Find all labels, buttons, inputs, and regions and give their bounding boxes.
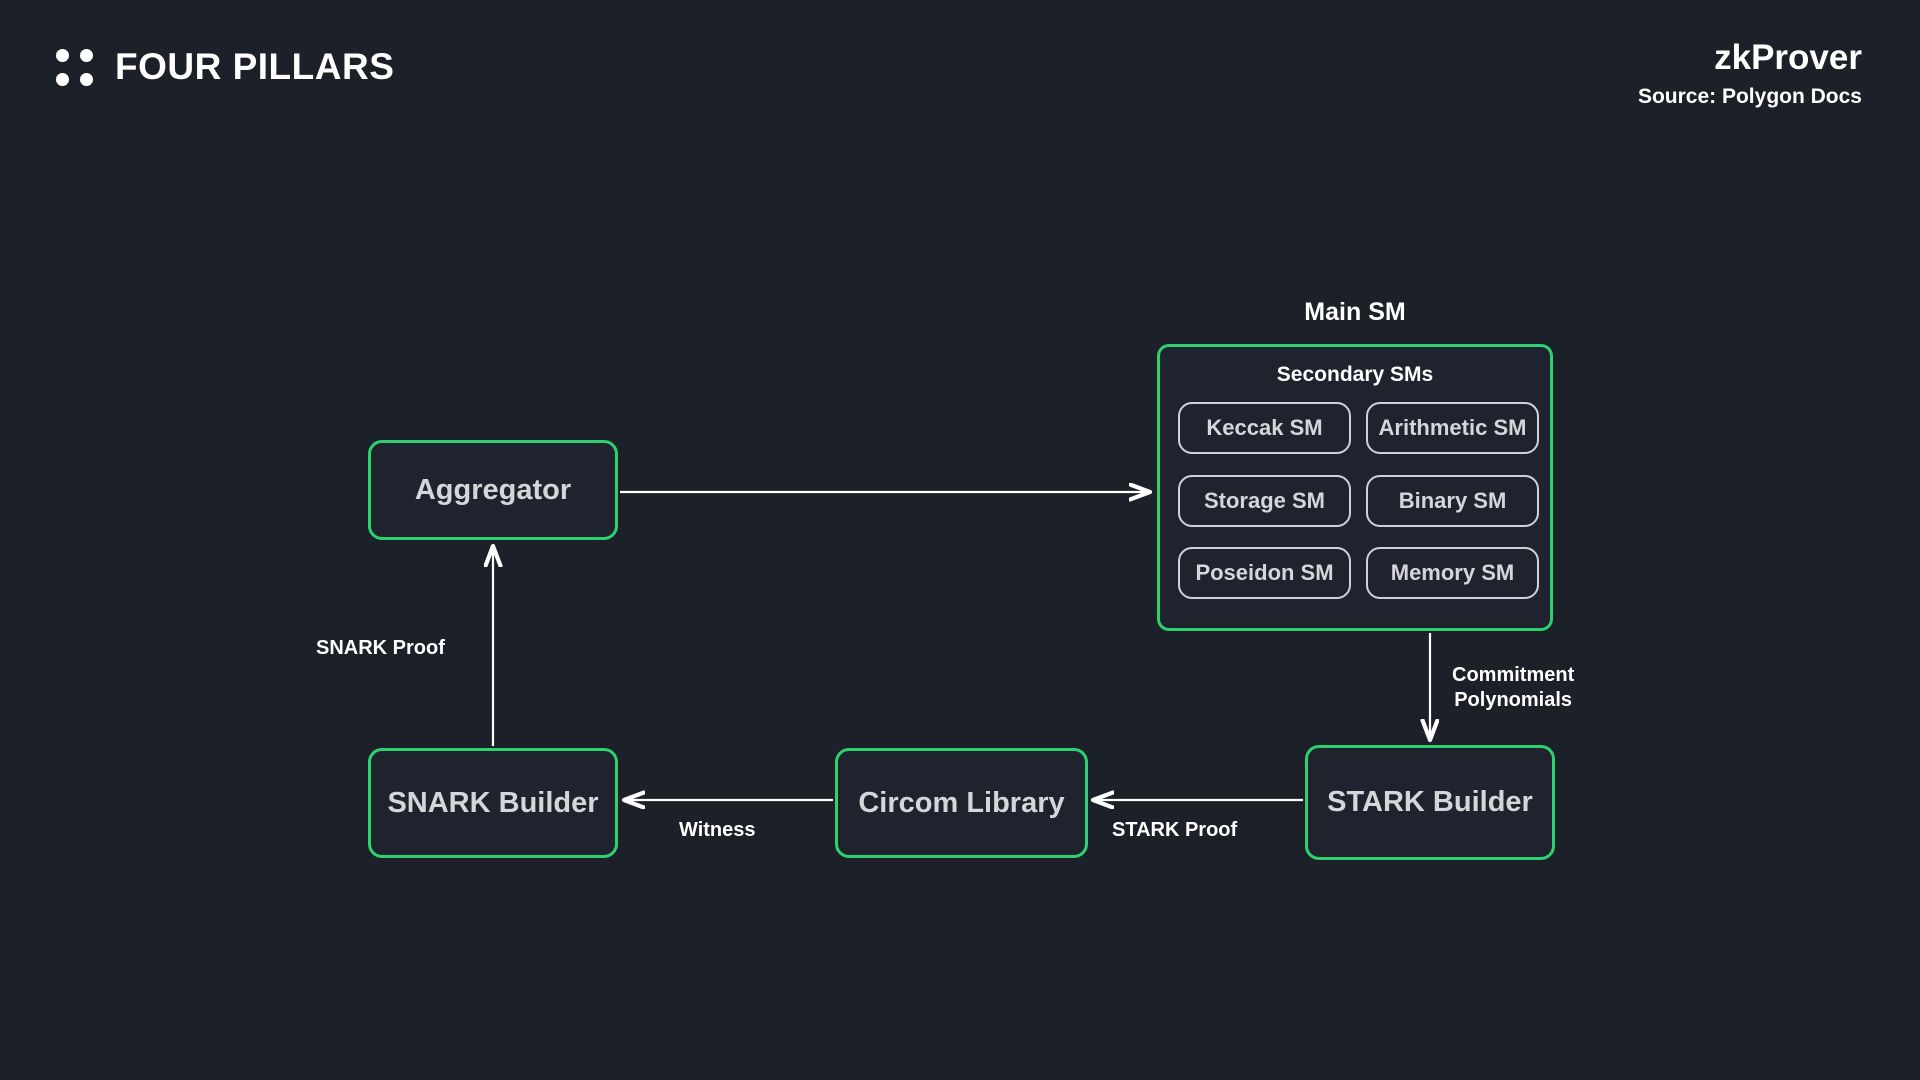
node-main-sm[interactable]: Secondary SMs Keccak SM Arithmetic SM St… (1157, 344, 1553, 631)
node-aggregator[interactable]: Aggregator (368, 440, 618, 540)
subnode-memory-sm[interactable]: Memory SM (1366, 547, 1539, 599)
node-stark-builder-label: STARK Builder (1327, 786, 1533, 818)
node-circom-library[interactable]: Circom Library (835, 748, 1088, 858)
edge-label-witness: Witness (679, 819, 756, 841)
header-right: zkProver Source: Polygon Docs (1638, 38, 1862, 109)
page-title: zkProver (1714, 38, 1862, 77)
subnode-storage-sm-label: Storage SM (1203, 488, 1326, 513)
node-circom-library-label: Circom Library (858, 786, 1065, 819)
subnode-storage-sm[interactable]: Storage SM (1178, 475, 1351, 527)
node-stark-builder[interactable]: STARK Builder (1305, 745, 1555, 860)
node-aggregator-label: Aggregator (414, 473, 572, 506)
subnode-poseidon-sm-label: Poseidon SM (1195, 560, 1334, 585)
edge-label-stark-proof: STARK Proof (1112, 819, 1238, 841)
node-snark-builder[interactable]: SNARK Builder (368, 748, 618, 858)
brand-name: FOUR PILLARS (115, 46, 395, 87)
edge-label-commitment-polynomials: Commitment Polynomials (1452, 664, 1575, 711)
subnode-arithmetic-sm[interactable]: Arithmetic SM (1366, 402, 1539, 454)
secondary-sms-title: Secondary SMs (1276, 363, 1434, 386)
subnode-binary-sm-label: Binary SM (1398, 488, 1507, 513)
edge-label-snark-proof: SNARK Proof (316, 637, 445, 659)
subnode-arithmetic-sm-label: Arithmetic SM (1378, 415, 1527, 440)
brand-lockup: FOUR PILLARS (56, 46, 394, 88)
four-dot-grid-icon (56, 48, 93, 86)
subnode-keccak-sm-label: Keccak SM (1206, 415, 1323, 440)
subnode-keccak-sm[interactable]: Keccak SM (1178, 402, 1351, 454)
main-sm-title: Main SM (1304, 298, 1406, 326)
subnode-poseidon-sm[interactable]: Poseidon SM (1178, 547, 1351, 599)
subnode-memory-sm-label: Memory SM (1390, 560, 1515, 585)
subnode-binary-sm[interactable]: Binary SM (1366, 475, 1539, 527)
node-snark-builder-label: SNARK Builder (387, 786, 599, 819)
source-attribution: Source: Polygon Docs (1637, 85, 1862, 109)
